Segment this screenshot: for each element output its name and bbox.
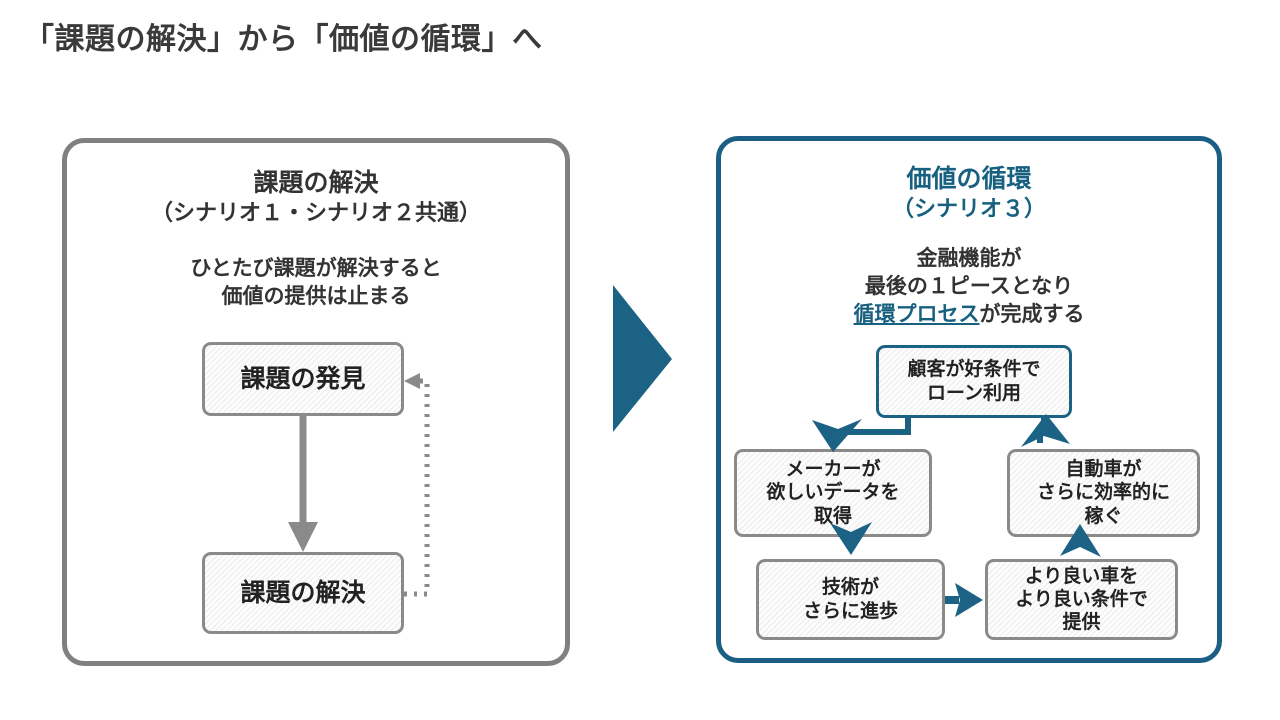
left-body-line1: ひとたび課題が解決すると bbox=[190, 257, 442, 280]
right-heading-sub: （シナリオ３） bbox=[891, 196, 1046, 221]
right-panel-heading: 価値の循環 （シナリオ３） bbox=[721, 163, 1217, 223]
box-kadai-no-hakken[interactable]: 課題の発見 bbox=[202, 342, 404, 416]
right-heading-main: 価値の循環 bbox=[906, 165, 1032, 193]
right-panel-body: 金融機能が 最後の１ピースとなり 循環プロセスが完成する bbox=[721, 245, 1217, 329]
left-panel-heading: 課題の解決 （シナリオ１・シナリオ２共通） bbox=[67, 167, 565, 227]
box-kadai-no-kaiketsu[interactable]: 課題の解決 bbox=[202, 552, 404, 634]
left-heading-sub: （シナリオ１・シナリオ２共通） bbox=[150, 200, 481, 225]
left-panel-body: ひとたび課題が解決すると 価値の提供は止まる bbox=[67, 255, 565, 311]
right-body-line3: 循環プロセスが完成する bbox=[721, 301, 1217, 329]
big-right-arrow-icon bbox=[613, 285, 672, 432]
box-gijutsu-shinpo[interactable]: 技術が さらに進歩 bbox=[756, 559, 945, 640]
box-jidousha-kouritsu[interactable]: 自動車が さらに効率的に 稼ぐ bbox=[1007, 449, 1200, 537]
right-body-line2: 最後の１ピースとなり bbox=[864, 275, 1074, 299]
left-heading-main: 課題の解決 bbox=[253, 169, 379, 197]
junkan-process-link[interactable]: 循環プロセス bbox=[853, 303, 980, 327]
box-maker-data[interactable]: メーカーが 欲しいデータを 取得 bbox=[734, 449, 932, 537]
right-body-line1: 金融機能が bbox=[916, 247, 1022, 270]
box-yoriyoi-kuruma[interactable]: より良い車を より良い条件で 提供 bbox=[985, 559, 1178, 640]
left-body-line2: 価値の提供は止まる bbox=[221, 285, 411, 309]
box-kokyaku-loan[interactable]: 顧客が好条件で ローン利用 bbox=[876, 345, 1072, 418]
page-title: 「課題の解決」から「価値の循環」へ bbox=[24, 23, 543, 56]
right-body-line3-rest: が完成する bbox=[979, 303, 1085, 327]
